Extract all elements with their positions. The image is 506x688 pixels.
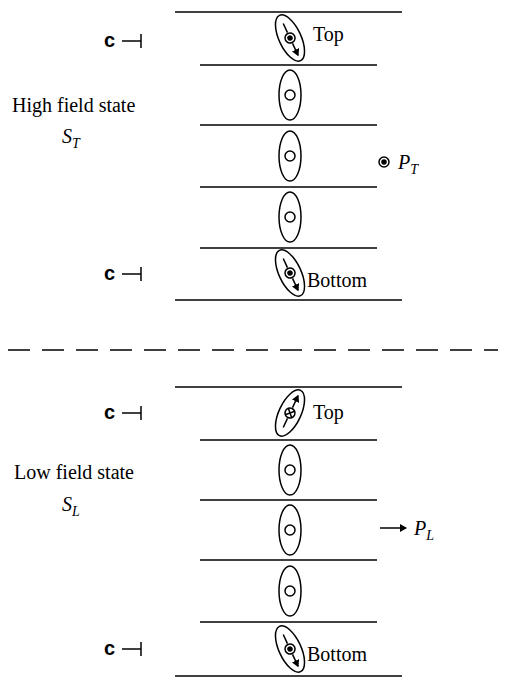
polarization-symbol: PT bbox=[398, 150, 418, 182]
axis-label: c bbox=[104, 400, 115, 424]
state-symbol: ST bbox=[62, 124, 80, 156]
polarization-symbol: PL bbox=[414, 516, 434, 548]
state-symbol: SL bbox=[62, 492, 80, 524]
layer-label: Top bbox=[313, 22, 344, 46]
axis-label: c bbox=[104, 636, 115, 660]
layer-label: Bottom bbox=[307, 268, 367, 292]
state-label: High field state bbox=[12, 93, 135, 117]
layer-label: Bottom bbox=[307, 642, 367, 666]
axis-label: c bbox=[104, 261, 115, 285]
state-label: Low field state bbox=[14, 460, 134, 484]
axis-label: c bbox=[104, 28, 115, 52]
layer-label: Top bbox=[313, 400, 344, 424]
